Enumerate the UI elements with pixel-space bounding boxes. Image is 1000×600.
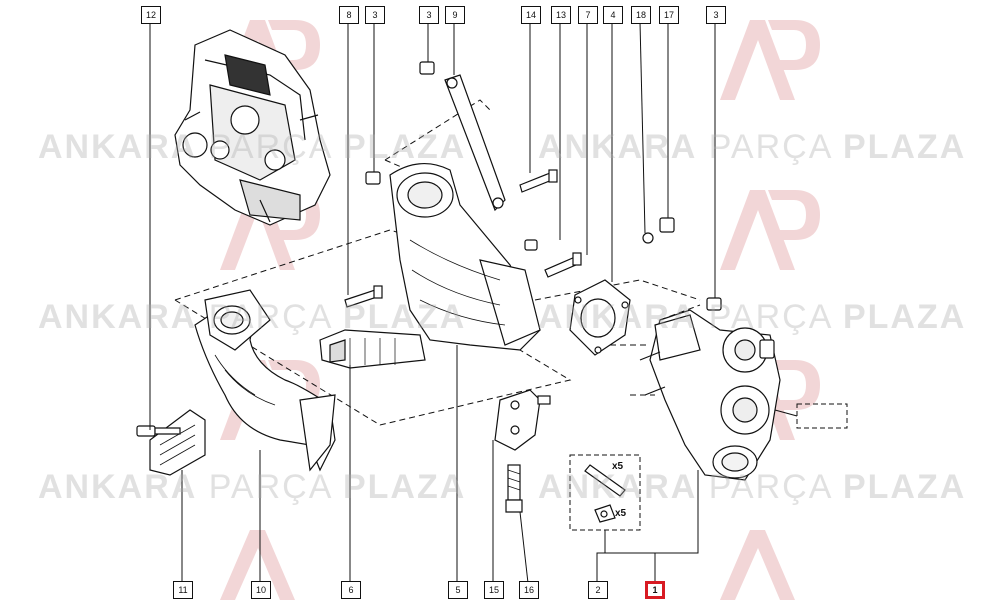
callout-15: 15 [484,581,504,599]
callout-11: 11 [173,581,193,599]
stud-quantity: x5 [612,461,624,472]
callout-3: 3 [706,6,726,24]
gasket [569,279,631,356]
bracket [136,409,206,476]
bolts-and-nuts [344,61,722,396]
callout-2: 2 [588,581,608,599]
watermark-text: ANKARA PARÇA PLAZA [38,128,467,166]
callout-14: 14 [521,6,541,24]
catalytic-converter [389,162,541,351]
fastener-kit [569,454,641,531]
callout-4: 4 [603,6,623,24]
turbocharger [649,309,781,481]
callout-16: 16 [519,581,539,599]
engine-block [174,29,331,226]
callout-3: 3 [419,6,439,24]
heat-shield [319,329,426,369]
callout-18: 18 [631,6,651,24]
watermark-text: ANKARA PARÇA PLAZA [538,298,967,336]
callout-7: 7 [578,6,598,24]
callout-10: 10 [251,581,271,599]
watermark-text: ANKARA PARÇA PLAZA [538,128,967,166]
support-strut [444,74,506,212]
actuator-connection-box [774,403,848,429]
callout-1-highlighted: 1 [645,581,665,599]
callout-12: 12 [141,6,161,24]
callout-17: 17 [659,6,679,24]
nut-quantity: x5 [615,508,627,519]
callout-9: 9 [445,6,465,24]
watermark-text: ANKARA PARÇA PLAZA [38,468,467,506]
callout-6: 6 [341,581,361,599]
leader-lines [149,21,716,584]
exhaust-downpipe [194,289,336,472]
callout-3: 3 [365,6,385,24]
watermark-text: ANKARA PARÇA PLAZA [538,468,967,506]
sensor-bracket [494,389,551,451]
watermark-text: ANKARA PARÇA PLAZA [38,298,467,336]
callout-8: 8 [339,6,359,24]
logo-watermarks [220,20,820,600]
callout-5: 5 [448,581,468,599]
bolt-16 [505,464,523,513]
callout-13: 13 [551,6,571,24]
